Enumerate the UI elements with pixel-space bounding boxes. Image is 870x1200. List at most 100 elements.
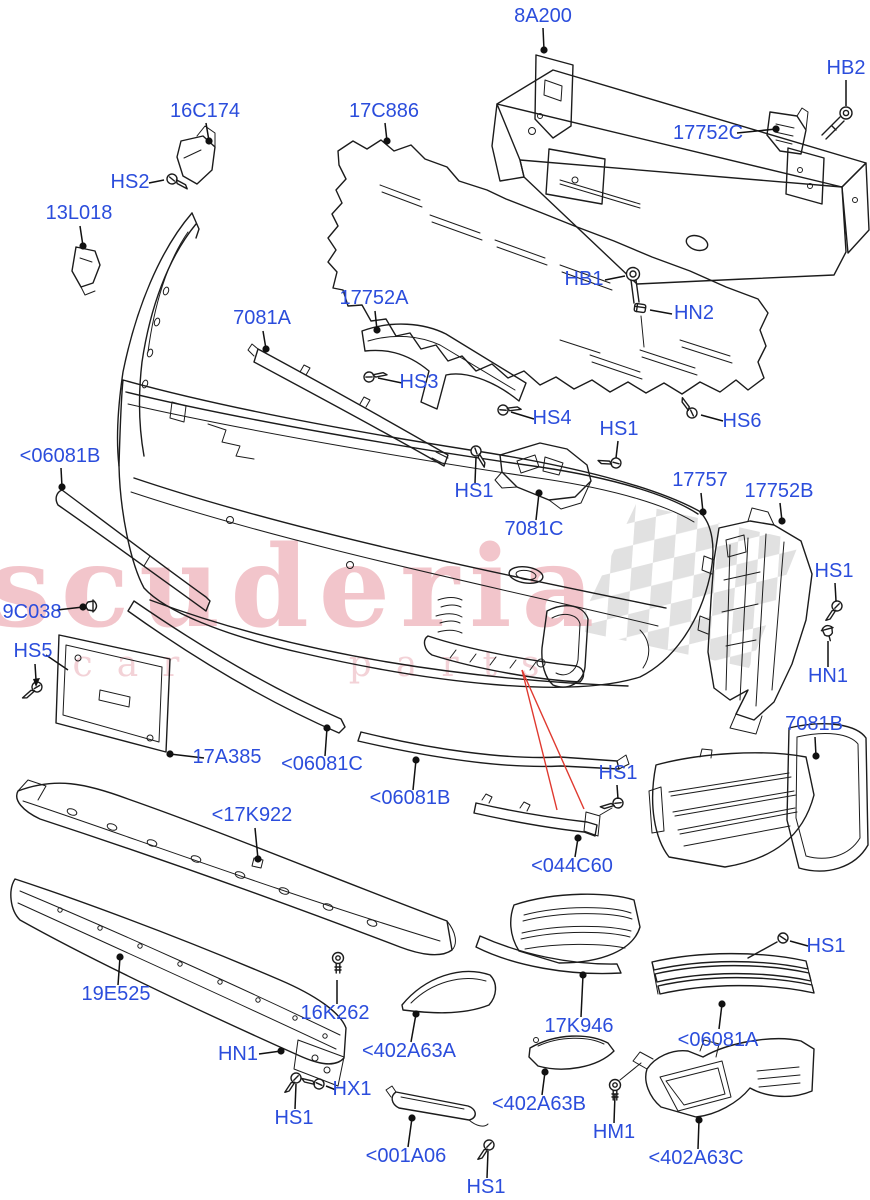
part-402a63a-spat [401,970,497,1014]
leader-dot-06081c [323,724,331,732]
part-17c886-shield [327,139,769,395]
part-label-19e525: 19E525 [82,983,151,1005]
part-06081b-strip-lower [357,731,630,770]
hn2-nut-icon [633,302,647,314]
leader-dot-06081a [718,1000,726,1008]
leader-line-hs1-e [789,940,809,947]
part-label-044c60: <044C60 [531,855,613,877]
leader-line-001a06 [407,1117,413,1148]
part-19e525-valance [10,878,347,1087]
part-label-hb2: HB2 [827,57,866,79]
leader-lines [34,27,847,1179]
part-hb2-bolt [821,106,853,140]
part-7081a-strip [247,343,449,467]
leader-line-hs5 [34,663,37,681]
leader-line-17a385 [169,753,205,759]
part-17a385-plate-bracket [55,634,171,753]
part-label-06081b-2: <06081B [370,787,451,809]
part-06081c-strip [127,600,346,734]
part-label-hn1-a: HN1 [808,665,848,687]
part-402a63c-duct [619,1038,815,1118]
leader-line-hs1-f [294,1083,297,1110]
leader-line-hs2 [148,179,165,184]
leader-line-7081c [535,492,540,521]
part-label-06081b-1: <06081B [20,445,101,467]
leader-dot-001a06 [408,1114,416,1122]
leader-line-hn2 [649,309,673,315]
part-label-17757: 17757 [672,469,728,491]
leader-dot-06081b-2 [412,756,420,764]
leader-line-hm1 [613,1093,616,1124]
part-label-hs1-f: HS1 [275,1107,314,1129]
leader-dot-402a63b [541,1068,549,1076]
part-label-17752a: 17752A [340,287,410,309]
part-label-402a63a: <402A63A [362,1040,457,1062]
part-label-16c174: 16C174 [170,100,240,122]
part-bumper-beam [491,54,870,285]
part-label-17752c: 17752C [673,122,743,144]
leader-line-hs3 [377,377,403,384]
leader-line-hb1 [604,275,626,281]
part-label-hs1-b: HS1 [455,480,494,502]
part-label-001a06: <001A06 [366,1145,447,1167]
leader-dot-17752b [778,517,786,525]
hn2-alignment-line [640,315,645,348]
leader-dot-7081a [262,345,270,353]
leader-line-hn1-b [258,1050,282,1055]
leader-line-hs6 [700,414,724,422]
part-label-hs1-a: HS1 [600,418,639,440]
leader-line-19e525 [117,956,121,986]
part-label-7081b: 7081B [785,713,843,735]
leader-dot-17a385 [166,750,174,758]
part-label-402a63c: <402A63C [648,1147,743,1169]
red-locator-line-1 [521,669,558,811]
part-label-hs1-g: HS1 [467,1176,506,1198]
part-label-8a200: 8A200 [514,5,572,27]
leader-dot-8a200 [540,46,548,54]
part-label-7081c: 7081C [505,518,564,540]
part-label-hs1-e: HS1 [807,935,846,957]
leader-dot-044c60 [574,834,582,842]
leader-dot-9c038 [79,603,87,611]
part-label-hs6: HS6 [723,410,762,432]
watermark-brand: scuderia [0,522,604,653]
leader-dot-7081c [535,489,543,497]
leader-line-hs1-d [616,784,619,800]
leader-line-402a63a [410,1013,417,1043]
leader-dot-17757 [699,508,707,516]
part-label-16k262: 16K262 [301,1002,370,1024]
leader-line-17k922 [254,827,259,860]
leader-dot-17k946 [579,971,587,979]
leader-dot-17k922 [254,855,262,863]
part-label-9c038: 9C038 [3,601,62,623]
part-402a63b-spat [528,1035,615,1070]
hs1-screw-icon [747,932,789,959]
leader-line-17k946 [580,974,584,1018]
leader-line-402a63b [541,1071,546,1096]
leader-line-17752c [736,128,777,134]
leader-line-hs4 [510,411,535,420]
part-label-hx1: HX1 [333,1078,372,1100]
part-16c174-bracket [176,125,216,185]
leader-line-hs1-a [615,440,619,459]
part-label-17752b: 17752B [745,480,814,502]
part-label-hs2: HS2 [111,171,150,193]
part-label-hn1-b: HN1 [218,1043,258,1065]
part-001a06-plate [385,1085,489,1127]
leader-line-hs1-c [834,582,837,602]
part-17752c-bracket [766,107,809,155]
leader-dot-hn1-b [277,1047,285,1055]
hs5-leader-arrowhead [33,678,40,687]
part-label-17c886: 17C886 [349,100,419,122]
part-label-402a63b: <402A63B [492,1093,586,1115]
leader-dot-16c174 [205,137,213,145]
part-label-06081c: <06081C [281,753,363,775]
red-locator-line-2 [521,669,585,810]
part-hb1-bolt [625,266,641,304]
leader-dot-13l018 [79,242,87,250]
leader-dot-06081b-1 [58,483,66,491]
part-7081b-grille [648,723,869,872]
part-17k946-bezel [475,893,641,975]
